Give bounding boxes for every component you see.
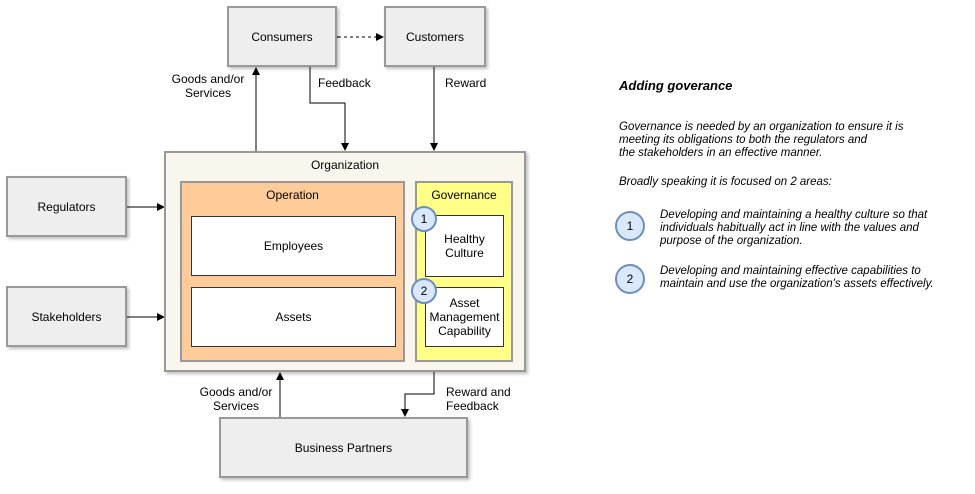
healthy-culture-box: Healthy Culture [425,215,504,277]
goods-services-top-label: Goods and/or Services [171,72,245,100]
business-partners-box: Business Partners [219,417,468,478]
customers-label: Customers [405,29,464,44]
notes-heading: Adding goverance [619,78,733,93]
assets-box: Assets [191,287,396,347]
regulators-label: Regulators [37,199,96,214]
consumers-box: Consumers [227,6,337,67]
feedback-label: Feedback [318,76,371,90]
employees-box: Employees [191,216,396,276]
notes-intro: Governance is needed by an organization … [619,121,904,159]
employees-label: Employees [263,239,324,253]
operation-title: Operation [266,188,319,202]
reward-feedback-arrow [401,371,435,417]
stakeholders-box: Stakeholders [6,286,127,347]
regulators-box: Regulators [6,176,127,237]
business-partners-label: Business Partners [294,440,393,455]
asset-capability-box: Asset Management Capability [425,287,504,347]
feedback-arrow [309,67,349,151]
reward-label: Reward [445,76,487,90]
assets-label: Assets [275,310,312,324]
notes-badge-1: 1 [615,211,645,241]
goods-services-bottom-label: Goods and/or Services [199,385,273,413]
notes-areas-intro: Broadly speaking it is focused on 2 area… [619,176,832,188]
healthy-culture-label: Healthy Culture [444,232,485,260]
consumers-label: Consumers [251,29,313,44]
reward-feedback-label: Reward and Feedback [446,385,511,413]
asset-capability-label: Asset Management Capability [429,296,500,338]
stakeholders-label: Stakeholders [31,309,102,324]
organization-title: Organization [310,158,380,172]
notes-badge-2: 2 [615,264,645,294]
governance-title: Governance [431,188,497,202]
badge-1: 1 [411,206,437,232]
badge-2: 2 [411,278,437,304]
notes-item-1: Developing and maintaining a healthy cul… [660,209,928,247]
customers-box: Customers [384,6,486,67]
notes-item-2: Developing and maintaining effective cap… [660,265,934,290]
